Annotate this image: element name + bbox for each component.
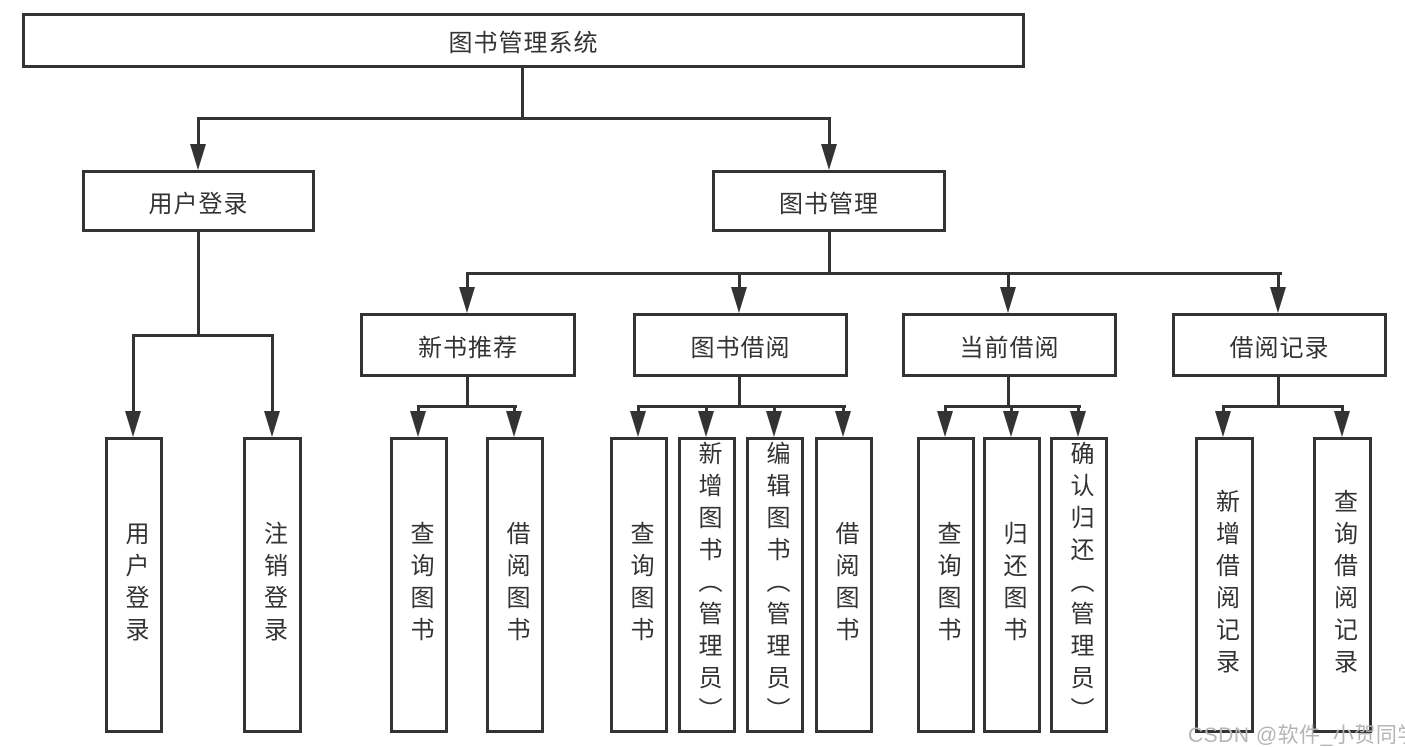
leaf-add-book-admin: 新增图书（管理员） bbox=[678, 437, 736, 733]
connector-newbook-stem bbox=[466, 375, 469, 407]
leaf-return-book: 归还图书 bbox=[983, 437, 1041, 733]
arrow-down-icon bbox=[1000, 287, 1016, 313]
node-book-borrow: 图书借阅 bbox=[633, 313, 848, 377]
connector-borrow-drop-4 bbox=[842, 405, 845, 413]
connector-newbook-split bbox=[417, 405, 517, 408]
connector-root-split bbox=[197, 117, 831, 120]
connector-records-split bbox=[1222, 405, 1344, 408]
arrow-down-icon bbox=[1334, 411, 1350, 437]
arrow-down-icon bbox=[937, 411, 953, 437]
connector-login-stem bbox=[197, 232, 200, 336]
leaf-add-borrow-record: 新增借阅记录 bbox=[1195, 437, 1254, 733]
connector-current-drop-2 bbox=[1010, 405, 1013, 413]
connector-mgmt-stem bbox=[828, 232, 831, 274]
arrow-down-icon bbox=[1070, 411, 1086, 437]
node-book-management: 图书管理 bbox=[712, 170, 946, 232]
connector-root-right-drop bbox=[828, 117, 831, 147]
connector-login-drop-2 bbox=[271, 334, 274, 413]
connector-current-drop-3 bbox=[1077, 405, 1080, 413]
connector-newbook-drop-1 bbox=[417, 405, 420, 413]
leaf-edit-book-admin: 编辑图书（管理员） bbox=[746, 437, 804, 733]
connector-records-drop-1 bbox=[1222, 405, 1225, 413]
node-library-system: 图书管理系统 bbox=[22, 13, 1025, 68]
watermark: CSDN @软件_小贺同学 bbox=[1188, 724, 1405, 747]
arrow-down-icon bbox=[1003, 411, 1019, 437]
connector-current-drop-1 bbox=[944, 405, 947, 413]
arrow-down-icon bbox=[459, 287, 475, 313]
leaf-logout: 注销登录 bbox=[243, 437, 302, 733]
connector-root-left-drop bbox=[197, 117, 200, 147]
connector-root-stem bbox=[521, 68, 524, 119]
connector-borrow-drop-2 bbox=[705, 405, 708, 413]
arrow-down-icon bbox=[264, 411, 280, 437]
connector-login-split bbox=[132, 334, 274, 337]
connector-mgmt-drop-3 bbox=[1007, 272, 1010, 290]
arrow-down-icon bbox=[1215, 411, 1231, 437]
connector-login-drop-1 bbox=[132, 334, 135, 413]
connector-current-stem bbox=[1007, 375, 1010, 407]
leaf-borrow-book-newbook: 借阅图书 bbox=[486, 437, 544, 733]
leaf-query-book-current: 查询图书 bbox=[917, 437, 975, 733]
leaf-query-book-borrow: 查询图书 bbox=[610, 437, 668, 733]
arrow-down-icon bbox=[190, 144, 206, 170]
arrow-down-icon bbox=[835, 411, 851, 437]
arrow-down-icon bbox=[766, 411, 782, 437]
arrow-down-icon bbox=[821, 144, 837, 170]
arrow-down-icon bbox=[125, 411, 141, 437]
node-borrow-records: 借阅记录 bbox=[1172, 313, 1387, 377]
leaf-query-borrow-record: 查询借阅记录 bbox=[1313, 437, 1372, 733]
connector-mgmt-drop-4 bbox=[1277, 272, 1280, 290]
connector-borrow-stem bbox=[738, 375, 741, 407]
connector-borrow-drop-3 bbox=[773, 405, 776, 413]
connector-records-stem bbox=[1277, 375, 1280, 407]
connector-mgmt-split bbox=[466, 272, 1282, 275]
arrow-down-icon bbox=[698, 411, 714, 437]
leaf-confirm-return-admin: 确认归还（管理员） bbox=[1050, 437, 1108, 733]
connector-newbook-drop-2 bbox=[513, 405, 516, 413]
connector-mgmt-drop-2 bbox=[738, 272, 741, 290]
leaf-user-login: 用户登录 bbox=[105, 437, 163, 733]
leaf-borrow-book-borrow: 借阅图书 bbox=[815, 437, 873, 733]
node-user-login: 用户登录 bbox=[82, 170, 315, 232]
connector-borrow-split bbox=[637, 405, 846, 408]
arrow-down-icon bbox=[731, 287, 747, 313]
node-new-book-recommend: 新书推荐 bbox=[360, 313, 576, 377]
node-current-borrow: 当前借阅 bbox=[902, 313, 1117, 377]
connector-records-drop-2 bbox=[1341, 405, 1344, 413]
arrow-down-icon bbox=[410, 411, 426, 437]
connector-borrow-drop-1 bbox=[637, 405, 640, 413]
arrow-down-icon bbox=[1270, 287, 1286, 313]
arrow-down-icon bbox=[506, 411, 522, 437]
leaf-query-book-newbook: 查询图书 bbox=[390, 437, 448, 733]
arrow-down-icon bbox=[630, 411, 646, 437]
connector-mgmt-drop-1 bbox=[466, 272, 469, 290]
